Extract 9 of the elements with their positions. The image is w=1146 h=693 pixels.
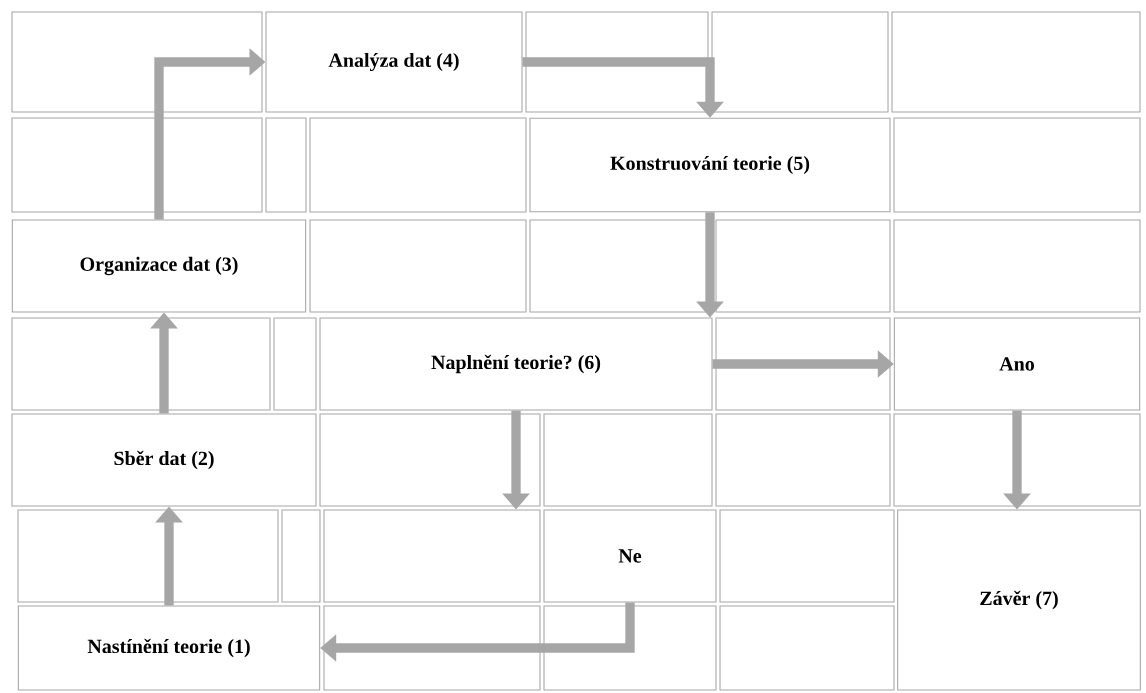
table-cell: Ne bbox=[543, 509, 717, 603]
table-cell: Organizace dat (3) bbox=[11, 219, 307, 313]
table-cell: Konstruování teorie (5) bbox=[529, 117, 891, 213]
table-cell: Naplnění teorie? (6) bbox=[319, 317, 713, 411]
table-cell: Nastínění teorie (1) bbox=[17, 605, 321, 691]
table-cell: Ano bbox=[893, 317, 1141, 411]
table-cell: Sběr dat (2) bbox=[11, 413, 317, 507]
table-cell: Závěr (7) bbox=[897, 509, 1141, 691]
table-cell: Analýza dat (4) bbox=[265, 11, 523, 113]
